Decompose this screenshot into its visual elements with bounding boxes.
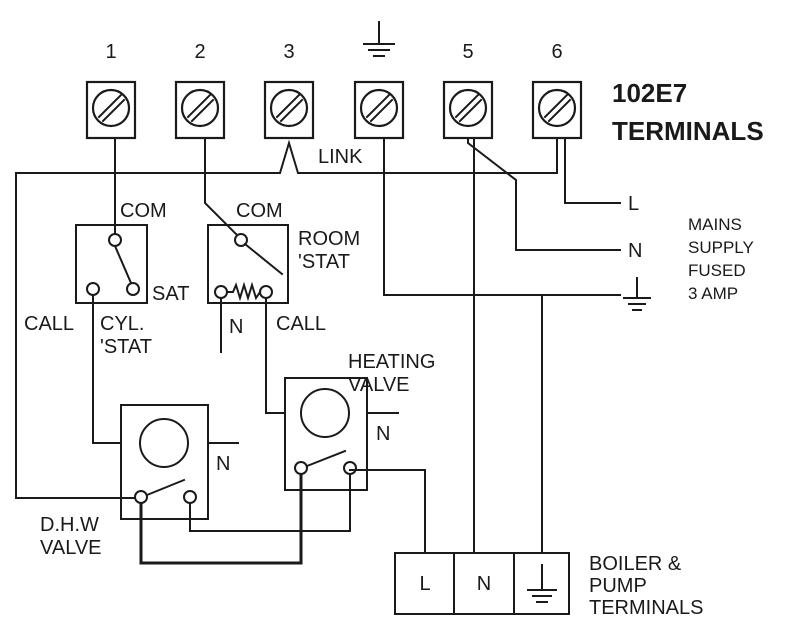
room-n-label: N xyxy=(229,316,243,338)
room-name-line1: ROOM xyxy=(298,228,360,250)
terminals-title-line2: TERMINALS xyxy=(612,116,764,146)
terminal-2 xyxy=(174,80,226,140)
dhw-valve xyxy=(120,404,239,520)
cylinder-thermostat xyxy=(75,224,148,304)
terminal-1 xyxy=(85,80,137,140)
cyl-name-line1: CYL. xyxy=(100,313,144,335)
terminal-1-label: 1 xyxy=(105,41,116,63)
terminal-6-label: 6 xyxy=(551,41,562,63)
room-com-label: COM xyxy=(236,200,283,222)
room-call-label: CALL xyxy=(276,313,326,335)
terminal-6 xyxy=(531,80,583,140)
earth-symbol-top-icon xyxy=(363,21,395,57)
dhw-valve-name-line2: VALVE xyxy=(40,537,102,559)
link-wire xyxy=(15,137,558,499)
mains-text-line4: 3 AMP xyxy=(688,284,738,303)
cyl-name-line2: 'STAT xyxy=(100,336,152,358)
mains-text-line1: MAINS xyxy=(688,215,742,234)
terminals-title-line1: 102E7 xyxy=(612,78,687,108)
heating-valve-name-line1: HEATING xyxy=(348,351,435,373)
heating-valve xyxy=(284,377,399,491)
mains-n-label: N xyxy=(628,240,642,262)
cyl-sat-label: SAT xyxy=(152,283,189,305)
wire-cyl-call-dhw xyxy=(92,294,122,444)
heating-valve-n-label: N xyxy=(376,423,390,445)
earth-symbol-boiler-icon xyxy=(527,564,557,603)
dhw-valve-name-line1: D.H.W xyxy=(40,514,99,536)
boiler-l-label: L xyxy=(419,573,430,595)
terminal-5-label: 5 xyxy=(462,41,473,63)
boiler-n-label: N xyxy=(477,573,491,595)
mains-text-line3: FUSED xyxy=(688,261,746,280)
boiler-name-line3: TERMINALS xyxy=(589,597,703,619)
boiler-terminals xyxy=(394,552,570,615)
terminal-2-label: 2 xyxy=(194,41,205,63)
terminal-5 xyxy=(442,80,494,140)
room-name-line2: 'STAT xyxy=(298,251,350,273)
terminal-3 xyxy=(263,80,315,140)
wire-room-call-heating xyxy=(265,297,286,414)
wire-dhw-heating-right xyxy=(189,473,351,532)
wire-t2-room-com xyxy=(204,137,238,236)
cyl-call-label: CALL xyxy=(24,313,74,335)
room-thermostat xyxy=(207,224,289,304)
link-label: LINK xyxy=(318,146,363,168)
boiler-name-line1: BOILER & xyxy=(589,553,682,575)
wire-heating-boiler-l xyxy=(349,469,426,554)
mains-wires xyxy=(383,137,621,296)
earth-symbol-mains-icon xyxy=(623,277,651,311)
mains-text-line2: SUPPLY xyxy=(688,238,754,257)
terminal-block xyxy=(85,80,583,140)
wire-dhw-heating-switch xyxy=(139,474,303,565)
cyl-com-label: COM xyxy=(120,200,167,222)
mains-l-label: L xyxy=(628,193,639,215)
terminal-earth xyxy=(353,80,405,140)
terminal-3-label: 3 xyxy=(283,41,294,63)
boiler-name-line2: PUMP xyxy=(589,575,647,597)
heating-valve-name-line2: VALVE xyxy=(348,374,410,396)
dhw-valve-n-label: N xyxy=(216,453,230,475)
